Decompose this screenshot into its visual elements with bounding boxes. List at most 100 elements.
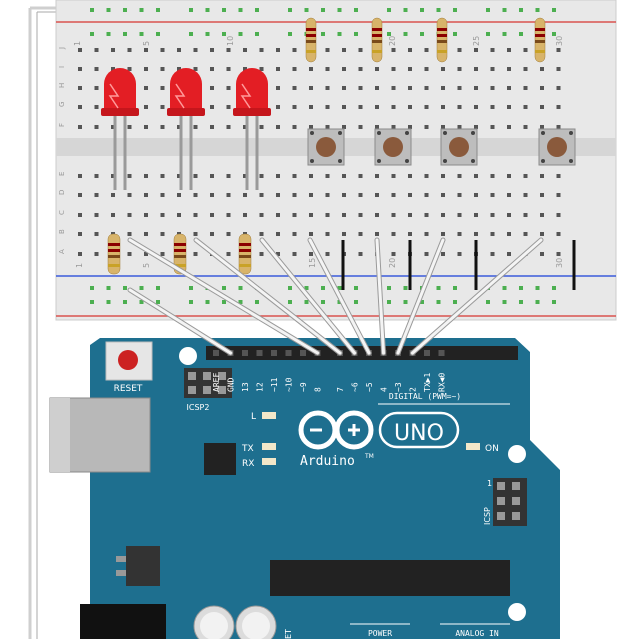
breadboard-hole	[490, 67, 495, 71]
breadboard-hole	[325, 232, 330, 236]
digital-pin-socket[interactable]	[213, 350, 219, 356]
digital-pin-socket[interactable]	[285, 350, 292, 356]
rail-hole	[222, 32, 226, 36]
rail-hole	[106, 32, 111, 36]
breadboard-hole	[391, 213, 396, 217]
breadboard-hole	[424, 193, 429, 197]
push-button-2[interactable]	[374, 128, 412, 166]
breadboard-hole	[474, 125, 478, 129]
col-num-10-top: 10	[226, 36, 235, 46]
breadboard-hole	[408, 67, 412, 71]
power-jack	[80, 604, 166, 639]
digital-header	[206, 346, 518, 360]
breadboard-hole	[474, 67, 478, 71]
breadboard-hole	[523, 48, 528, 52]
breadboard-hole	[160, 86, 165, 90]
breadboard-hole	[193, 232, 198, 236]
breadboard-hole	[94, 213, 99, 217]
breadboard-hole	[325, 48, 330, 52]
push-button-1[interactable]	[307, 128, 345, 166]
breadboard-hole	[127, 174, 132, 178]
breadboard-hole	[94, 232, 99, 236]
breadboard-hole	[523, 86, 528, 90]
push-button-4[interactable]	[538, 128, 576, 166]
breadboard-hole	[424, 213, 429, 217]
push-button-3[interactable]	[440, 128, 478, 166]
breadboard-hole	[78, 48, 82, 52]
rail-hole	[90, 286, 94, 290]
breadboard-hole	[408, 213, 412, 217]
breadboard-hole	[325, 105, 330, 109]
breadboard-hole	[556, 48, 561, 52]
breadboard-hole	[144, 105, 148, 109]
breadboard-hole	[259, 125, 264, 129]
rail-hole	[337, 286, 342, 290]
icsp-label: ICSP	[483, 507, 492, 525]
rail-hole	[552, 300, 556, 304]
rail-hole	[255, 8, 259, 12]
digital-pin-socket[interactable]	[300, 350, 306, 356]
rail-hole	[288, 300, 292, 304]
breadboard-hole	[540, 252, 544, 256]
digital-pin-socket[interactable]	[271, 350, 277, 356]
breadboard-hole	[127, 67, 132, 71]
digital-pin-socket[interactable]	[242, 350, 248, 356]
breadboard-hole	[243, 125, 247, 129]
breadboard-hole	[556, 193, 561, 197]
rail-hole	[387, 286, 391, 290]
col-num-5-bottom: 5	[142, 263, 151, 268]
reset-button[interactable]	[105, 341, 153, 381]
breadboard-hole	[160, 252, 165, 256]
breadboard-hole	[474, 232, 478, 236]
breadboard-hole	[358, 86, 363, 90]
row-letter-b: B	[58, 229, 66, 234]
rail-hole	[90, 32, 94, 36]
breadboard-hole	[111, 213, 115, 217]
breadboard-hole	[144, 232, 148, 236]
breadboard-hole	[441, 67, 445, 71]
breadboard-hole	[292, 48, 297, 52]
jumper-wire	[375, 238, 385, 355]
breadboard-hole	[177, 125, 181, 129]
breadboard-hole	[375, 105, 379, 109]
breadboard-hole	[309, 86, 313, 90]
rail-hole	[255, 32, 259, 36]
digital-pin-socket[interactable]	[438, 350, 445, 356]
digital-pin-socket[interactable]	[424, 350, 430, 356]
rail-hole	[420, 8, 424, 12]
breadboard-hole	[441, 213, 445, 217]
rail-hole	[106, 286, 111, 290]
breadboard-hole	[408, 174, 412, 178]
button-resistors	[305, 17, 546, 63]
mounting-hole	[508, 445, 526, 463]
breadboard-hole	[490, 232, 495, 236]
breadboard-hole	[259, 48, 264, 52]
rail-hole	[354, 8, 358, 12]
breadboard-hole	[375, 125, 379, 129]
rail-hole	[486, 32, 490, 36]
breadboard-hole	[556, 213, 561, 217]
pin-label: ~6	[351, 382, 360, 392]
rail-hole	[552, 286, 556, 290]
rail-hole	[288, 8, 292, 12]
rail-hole	[156, 300, 160, 304]
breadboard-hole	[556, 67, 561, 71]
rail-hole	[255, 300, 259, 304]
col-num-25-top: 25	[472, 36, 481, 46]
row-letter-d: D	[58, 190, 66, 195]
rail-hole	[189, 286, 193, 290]
breadboard-hole	[474, 105, 478, 109]
rail-hole	[222, 300, 226, 304]
breadboard-hole	[309, 67, 313, 71]
breadboard-hole	[276, 174, 280, 178]
pin-label: 7	[336, 387, 345, 392]
breadboard-hole	[391, 174, 396, 178]
rail-hole	[502, 32, 507, 36]
digital-pin-socket[interactable]	[256, 350, 263, 356]
jumper-wire	[411, 238, 543, 355]
breadboard-hole	[309, 105, 313, 109]
breadboard-hole	[408, 105, 412, 109]
breadboard-hole	[259, 193, 264, 197]
led-resistors	[107, 233, 252, 275]
